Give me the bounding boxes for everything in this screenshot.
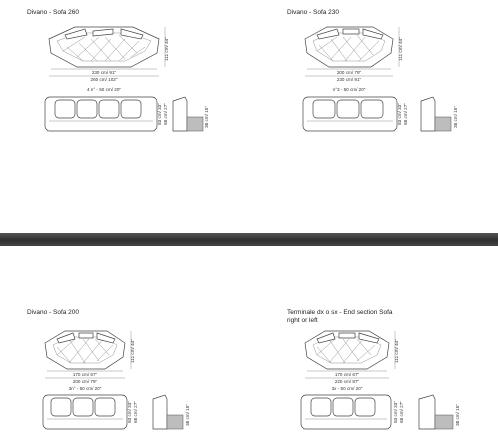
sofa-top-view <box>48 26 166 68</box>
dim-outer-width: 200 cm/ 79" <box>73 379 98 384</box>
dim-height-back: 83 cm/ 33" <box>157 103 162 125</box>
dim-outer-width: 230 cm/ 91" <box>337 77 362 82</box>
dim-inner-width: 170 cm/ 67" <box>335 372 360 377</box>
panel-title: Divano - Sofa 200 <box>27 309 80 316</box>
dim-height-back: 83 cm/ 33" <box>127 401 132 423</box>
dim-seat-height: 38 cm/ 15" <box>185 404 190 426</box>
sofa-drawing: 111 cm/ 44" 200 cm/ 79" 230 cm/ 91" n°3 … <box>302 26 458 132</box>
dim-depth: 111 cm/ 44" <box>130 339 135 363</box>
sofa-drawing: 111 cm/ 44" 170 cm/ 67" 220 cm/ 87" 3x -… <box>300 330 460 430</box>
dim-inner-width: 230 cm/ 91" <box>92 70 117 75</box>
sofa-top-view <box>44 330 132 370</box>
dim-outer-width: 260 cm/ 102" <box>91 77 118 82</box>
sofa-side-view <box>172 96 204 132</box>
dim-height-arm: 68 cm/ 27" <box>399 401 404 423</box>
dim-depth: 111 cm/ 44" <box>164 37 169 61</box>
panel-title: Terminale dx o sx - End section Sofa <box>287 309 393 316</box>
dim-height-arm: 68 cm/ 27" <box>133 401 138 423</box>
sofa-top-view <box>304 26 400 68</box>
panel-subtitle: right or left <box>287 317 318 324</box>
sofa-front-view <box>300 394 392 430</box>
dim-height-arm: 68 cm/ 27" <box>403 103 408 125</box>
panel-sofa-260: Divano - Sofa 260 111 cm/ 44" 230 cm/ 91… <box>27 9 217 149</box>
dim-cushions: 4 n° - 50 cm/ 20" <box>87 87 121 92</box>
dim-cushions: 3x - 50 cm/ 20" <box>332 386 363 391</box>
dim-seat-height: 38 cm/ 15" <box>453 106 458 128</box>
dim-depth: 111 cm/ 44" <box>394 339 399 363</box>
sofa-front-view <box>42 394 128 430</box>
sofa-front-view <box>302 96 398 132</box>
dim-seat-height: 38 cm/ 15" <box>204 106 209 128</box>
panel-title: Divano - Sofa 230 <box>287 9 340 16</box>
section-divider <box>0 233 498 246</box>
sofa-drawing: 111 cm/ 44" 230 cm/ 91" 260 cm/ 102" 4 n… <box>44 26 209 132</box>
sofa-front-view <box>44 96 158 132</box>
dim-height-back: 83 cm/ 33" <box>397 103 402 125</box>
dim-depth: 111 cm/ 44" <box>398 37 403 61</box>
panel-sofa-200: Divano - Sofa 200 111 cm/ 44" 170 cm/ 67… <box>27 309 217 439</box>
panel-sofa-230: Divano - Sofa 230 111 cm/ 44" 200 cm/ 79… <box>287 9 477 149</box>
sofa-top-view <box>304 330 396 370</box>
panel-end-section: Terminale dx o sx - End section Sofa rig… <box>287 309 487 439</box>
dim-height-arm: 68 cm/ 27" <box>163 103 168 125</box>
sofa-drawing: 111 cm/ 44" 170 cm/ 67" 200 cm/ 79" 3n° … <box>42 330 190 430</box>
sofa-side-view <box>420 96 452 132</box>
sofa-side-view <box>418 394 454 430</box>
dim-inner-width: 200 cm/ 79" <box>337 70 362 75</box>
dim-cushions: n°3 - 50 cm/ 20" <box>333 87 366 92</box>
panel-title: Divano - Sofa 260 <box>27 9 80 16</box>
sofa-side-view <box>152 394 184 430</box>
dim-outer-width: 220 cm/ 87" <box>335 379 360 384</box>
dim-height-back: 83 cm/ 33" <box>393 401 398 423</box>
dim-cushions: 3n° - 50 cm/ 20" <box>69 386 102 391</box>
dim-seat-height: 38 cm/ 15" <box>455 404 460 426</box>
dim-inner-width: 170 cm/ 67" <box>73 372 98 377</box>
